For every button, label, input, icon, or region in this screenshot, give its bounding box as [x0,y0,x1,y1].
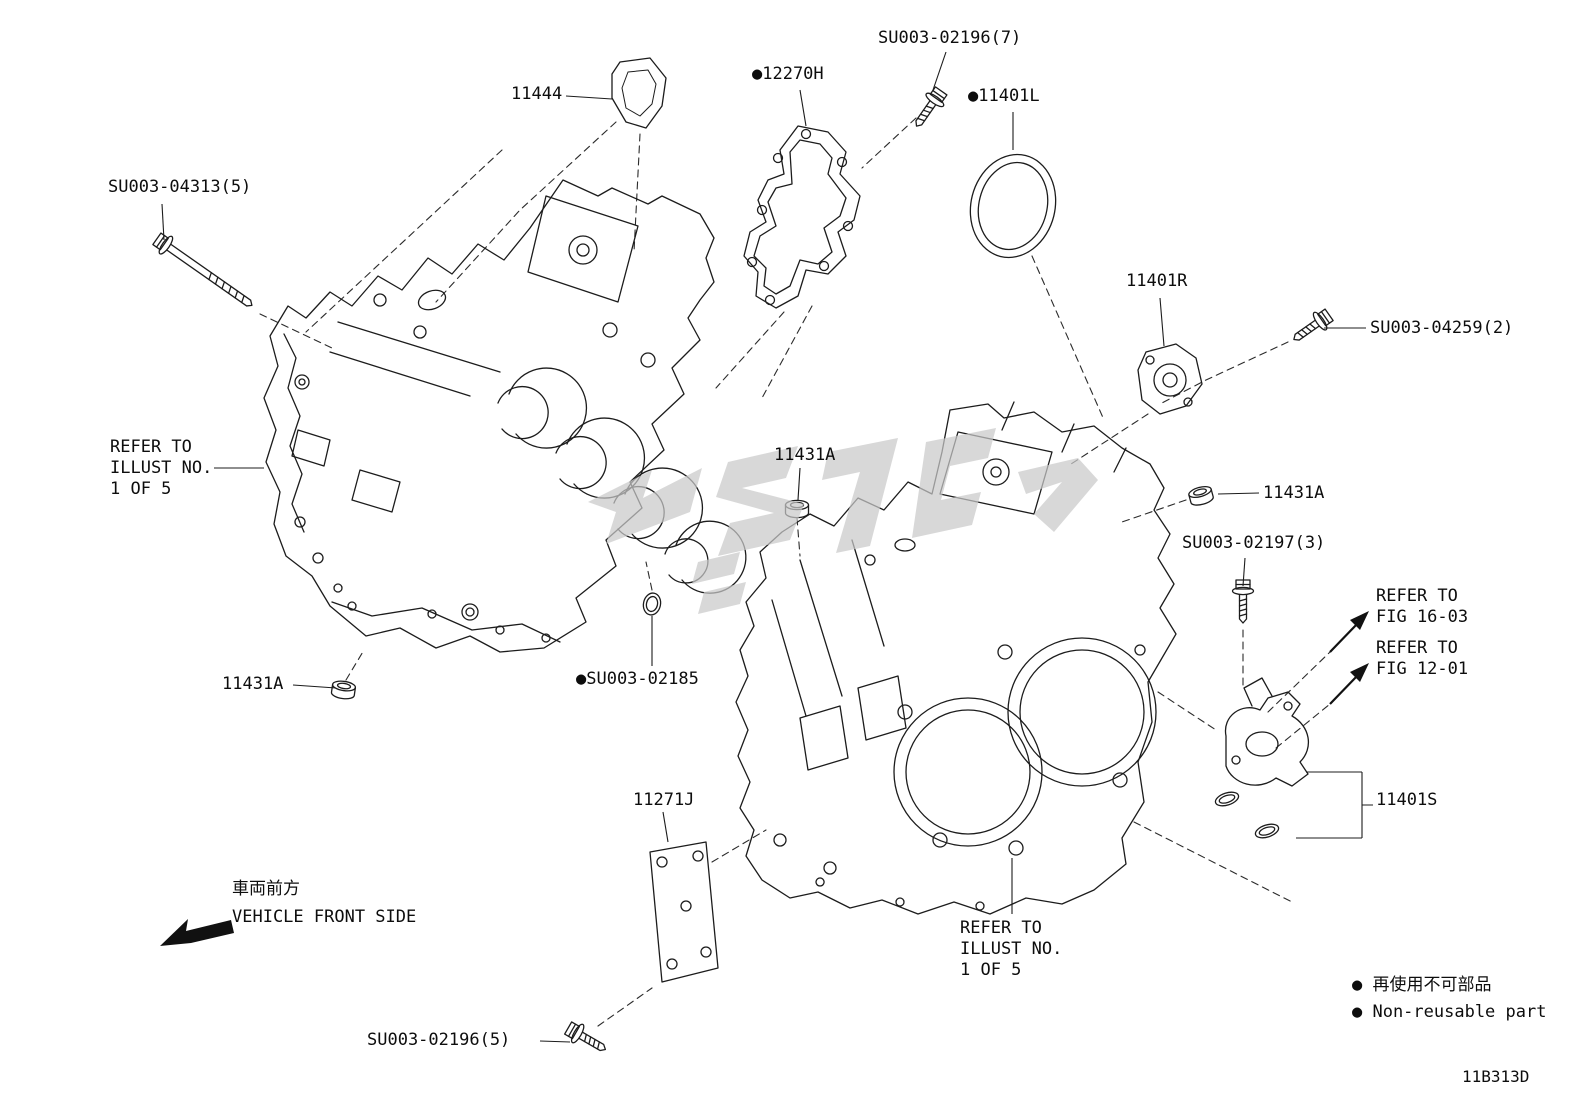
right-cylinder-block-art [735,401,1177,915]
seal-ring-su003-02185-art [640,590,664,618]
part-label-11431a-top: 11431A [774,445,836,465]
projection-dashed-lines [259,117,1331,1027]
seal-11401l-art [969,153,1057,259]
part-label-su003-02197-3: SU003-02197(3) [1182,533,1326,553]
part-label-11401r: 11401R [1126,271,1188,291]
part-label-su003-02196-7: SU003-02196(7) [878,28,1022,48]
part-label-su003-04259-2: SU003-04259(2) [1370,318,1514,338]
part-label-11271j: 11271J [633,790,695,810]
refer-fig-16-03-arrow [1329,611,1369,653]
part-label-11431a-left: 11431A [222,674,284,694]
plate-11271j-art [649,841,719,983]
vehicle-front-arrow [160,919,234,946]
legend-nonreusable-jp: ● 再使用不可部品 [1352,975,1492,995]
note-refer-fig-12-01: REFER TO FIG 12-01 [1376,638,1469,679]
outlet-11401s-art [1214,677,1310,839]
bolt-su003-04259-2-art [1287,305,1336,349]
part-label-11444: 11444 [511,84,563,104]
bolt-su003-04313-5-art [150,229,259,315]
note-refer-illust-left: REFER TO ILLUST NO. 1 OF 5 [110,437,213,499]
plug-11431a-left-art [330,679,357,701]
note-refer-fig-16-03: REFER TO FIG 16-03 [1376,586,1469,627]
gasket-12270h-art [743,125,861,309]
part-label-11401s: 11401S [1376,790,1438,810]
retainer-11401r-art [1137,343,1203,415]
bolt-su003-02196-5-art [562,1018,612,1060]
part-label-12270h: ●12270H [752,64,824,84]
bolt-su003-02197-3-art [1231,579,1255,624]
figure-code: 11B313D [1462,1067,1530,1086]
part-label-su003-04313-5: SU003-04313(5) [108,177,252,197]
part-label-su003-02185: ●SU003-02185 [576,669,699,689]
bolt-su003-02196-7-art [907,84,951,133]
legend-nonreusable-en: ● Non-reusable part [1352,1002,1547,1022]
part-11444-art [611,57,667,129]
refer-fig-12-01-arrow [1329,663,1369,705]
watermark-logo [588,428,1098,614]
note-refer-illust-right: REFER TO ILLUST NO. 1 OF 5 [960,918,1063,980]
left-cylinder-block-art [263,179,747,653]
vehicle-front-label-jp: 車両前方 [232,879,300,899]
plug-11431a-right-art [1187,483,1216,508]
part-label-11431a-right: 11431A [1263,483,1325,503]
part-label-11401l: ●11401L [968,86,1040,106]
vehicle-front-label-en: VEHICLE FRONT SIDE [232,907,417,927]
leader-lines [161,51,1373,1043]
part-label-su003-02196-5: SU003-02196(5) [367,1030,511,1050]
